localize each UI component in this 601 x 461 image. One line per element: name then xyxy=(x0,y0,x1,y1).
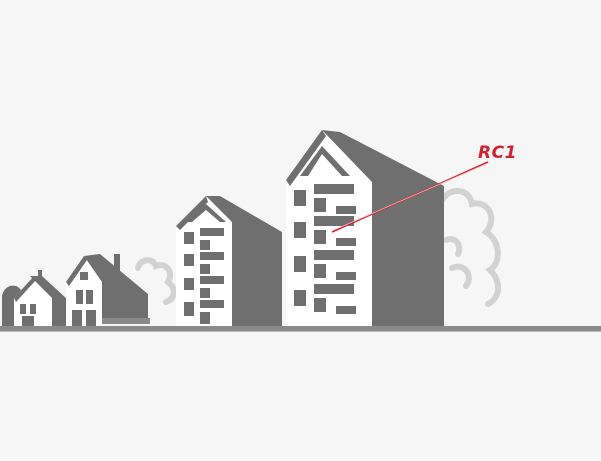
callout-label: RC1 xyxy=(478,143,517,163)
callout-leader-line-highlight xyxy=(333,163,487,231)
callout-rc1: RC1 xyxy=(331,143,517,233)
house-small xyxy=(14,270,68,328)
building-middle xyxy=(176,196,282,326)
building-tall xyxy=(286,130,444,330)
ground-line xyxy=(0,326,601,332)
tree-right xyxy=(439,187,501,307)
house-medium xyxy=(66,254,150,330)
tree-middle xyxy=(135,257,177,305)
